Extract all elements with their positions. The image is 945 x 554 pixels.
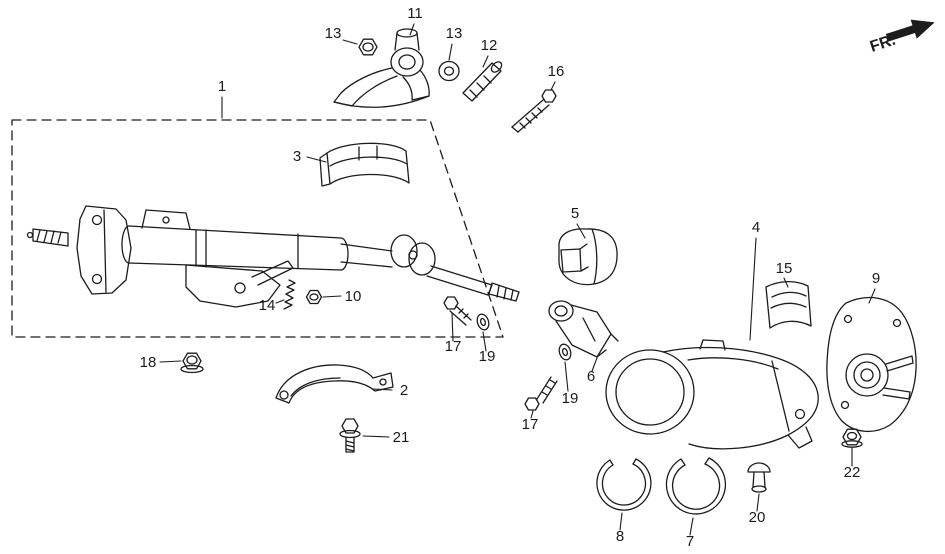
- washer-19-lower: [558, 343, 572, 361]
- bolt-17-upper: [443, 296, 472, 326]
- part-label-3: 3: [293, 148, 301, 165]
- leader-line-6: [591, 357, 598, 372]
- column-holder-part-3: [319, 142, 410, 187]
- part-label-21: 21: [393, 429, 410, 446]
- leader-line-21: [362, 435, 390, 438]
- leader-line-2: [372, 388, 393, 391]
- leader-line-5: [576, 223, 586, 239]
- leader-line-4: [749, 237, 757, 341]
- part-label-12: 12: [481, 37, 498, 54]
- part-label-22: 22: [844, 464, 861, 481]
- part-label-11: 11: [407, 5, 423, 22]
- bushing-part-5: [558, 228, 618, 286]
- leader-line-19-upper: [482, 331, 487, 352]
- leader-line-13-left: [342, 39, 358, 45]
- leader-line-15: [783, 277, 789, 288]
- spring-part-14: [283, 279, 296, 310]
- part-label-15: 15: [776, 260, 793, 277]
- part-label-13-right: 13: [446, 25, 463, 42]
- leader-line-12: [482, 55, 489, 68]
- leader-line-14: [275, 299, 285, 304]
- leader-line-10: [322, 295, 342, 298]
- nut-part-10: [305, 289, 323, 305]
- part-label-19-upper: 19: [479, 348, 496, 365]
- part-label-16: 16: [548, 63, 565, 80]
- part-label-5: 5: [571, 205, 579, 222]
- leader-line-9: [868, 288, 876, 304]
- leader-line-20: [756, 493, 760, 512]
- part-label-6: 6: [587, 368, 595, 385]
- part-label-1: 1: [218, 78, 226, 95]
- part-label-14: 14: [259, 297, 276, 314]
- leader-line-17-lower: [530, 410, 534, 419]
- mount-plate-part-9: [826, 296, 917, 432]
- leader-line-3: [306, 156, 327, 163]
- part-label-8: 8: [616, 528, 624, 545]
- lower-bracket-part-2: [275, 364, 394, 404]
- leader-line-17-upper: [451, 312, 454, 342]
- part-label-2: 2: [400, 382, 408, 399]
- nut-part-18: [180, 352, 204, 374]
- leader-line-layer: [159, 23, 876, 536]
- part-1-boundary-box: [11, 119, 504, 338]
- leader-line-11: [409, 23, 415, 36]
- leader-line-13-right: [448, 43, 453, 61]
- part-label-17-lower: 17: [522, 416, 539, 433]
- part-label-7: 7: [686, 533, 694, 550]
- nut-13-left: [358, 38, 378, 56]
- grommet-part-20: [747, 462, 771, 493]
- part-label-19-lower: 19: [562, 390, 579, 407]
- nut-part-22: [841, 428, 863, 448]
- part-label-9: 9: [872, 270, 880, 287]
- part-label-18: 18: [140, 354, 157, 371]
- pin-part-12: [462, 61, 503, 102]
- part-label-4: 4: [752, 219, 760, 236]
- fr-direction-indicator: FR.: [868, 19, 935, 56]
- leader-line-7: [689, 517, 694, 536]
- leader-line-18: [159, 360, 182, 363]
- bolt-part-21: [339, 418, 361, 453]
- fr-label: FR.: [868, 32, 898, 56]
- leader-line-8: [619, 512, 623, 531]
- column-cover-part-4: [605, 339, 819, 450]
- bolt-17-lower: [524, 376, 558, 411]
- leader-line-16: [550, 81, 556, 91]
- part-label-10: 10: [345, 288, 362, 305]
- steering-column-assembly: [26, 205, 520, 308]
- snap-ring-part-8: [596, 458, 652, 511]
- fr-arrow-icon: [885, 19, 935, 42]
- snap-ring-part-7: [665, 457, 727, 515]
- upper-bracket-part-11: [333, 28, 430, 108]
- bolt-part-16: [511, 89, 557, 133]
- washer-13-right: [438, 60, 460, 82]
- part-label-13-left: 13: [325, 25, 342, 42]
- shim-part-15: [765, 280, 812, 329]
- washer-19-upper: [476, 313, 490, 331]
- part-label-17-upper: 17: [445, 338, 462, 355]
- leader-line-19-lower: [564, 361, 569, 392]
- yoke-part-6: [548, 300, 619, 358]
- part-label-20: 20: [749, 509, 766, 526]
